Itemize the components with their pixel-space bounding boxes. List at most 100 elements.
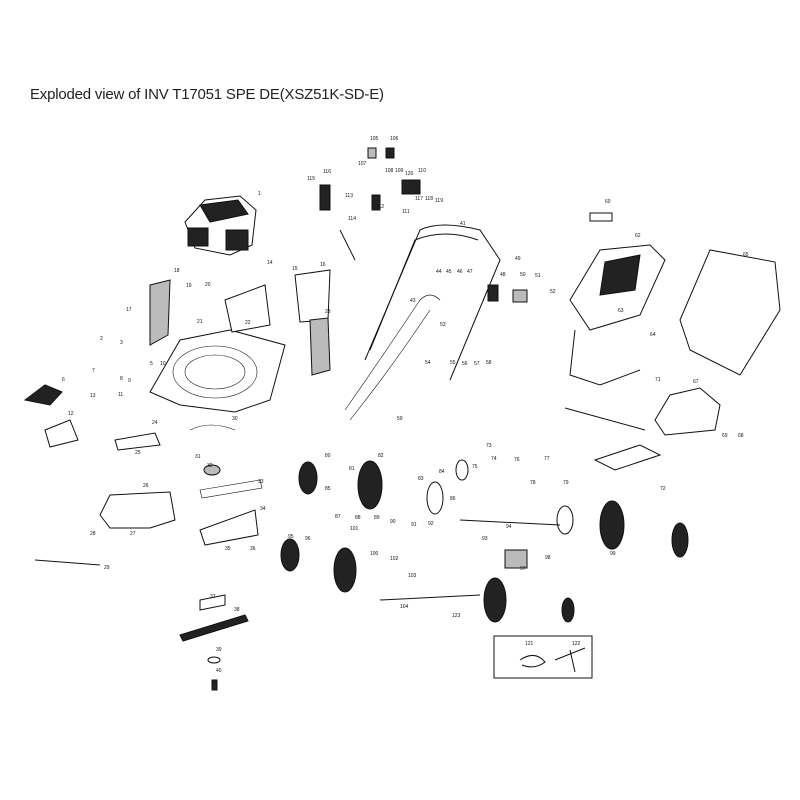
part-number-label: 95 [288,534,294,540]
part-number-label: 103 [408,573,417,579]
part-number-label: 75 [472,464,478,470]
part-number-label: 80 [325,453,331,459]
part-number-label: 82 [378,453,384,459]
part-number-label: 118 [425,196,433,202]
part-number-label: 83 [418,476,424,482]
part-number-label: 122 [572,641,581,647]
belt [199,479,263,499]
mulch-plug [44,419,79,448]
grass-catcher-top [569,212,666,386]
part-number-label: 23 [325,309,331,315]
part-number-label: 48 [500,272,506,278]
part-number-label: 67 [693,379,699,385]
part-number-label: 117 [415,196,423,202]
part-number-label: 11 [118,392,123,398]
part-number-label: 78 [530,480,536,486]
part-number-label: 77 [544,456,550,462]
part-number-label: 53 [440,322,446,328]
part-number-label: 29 [104,565,110,571]
part-number-label: 69 [722,433,728,439]
part-number-label: 79 [563,480,569,486]
part-number-label: 74 [491,456,497,462]
rear-axle [459,519,561,526]
part-number-label: 60 [605,199,611,205]
part-number-label: 36 [250,546,256,552]
part-number-label: 32 [207,463,213,469]
part-number-label: 87 [335,514,341,520]
part-number-label: 20 [205,282,211,288]
part-number-label: 120 [405,171,414,177]
part-number-label: 27 [130,531,136,537]
part-number-label: 18 [174,268,180,274]
belt-cover [199,509,259,546]
part-number-label: 30 [232,416,238,422]
part-number-label: 92 [428,521,434,527]
pulley [203,464,221,476]
part-number-label: 72 [660,486,666,492]
part-number-label: 96 [305,536,311,542]
part-number-label: 17 [126,307,132,313]
part-number-label: 89 [374,515,380,521]
part-number-label: 85 [325,486,331,492]
deflector [114,432,161,451]
part-number-label: 116 [323,169,331,175]
side-cover [23,384,63,406]
part-number-label: 90 [390,519,396,525]
part-number-label: 59 [397,416,403,422]
part-number-label: 93 [482,536,488,542]
part-number-label: 28 [90,531,96,537]
part-number-label: 7 [92,368,95,374]
part-number-label: 9 [128,378,131,384]
part-number-label: 24 [152,420,158,426]
front-axle [379,594,481,601]
part-number-label: 35 [225,546,231,552]
part-number-label: 101 [350,526,359,532]
part-number-label: 47 [467,269,473,275]
part-number-label: 54 [425,360,431,366]
switch-box [487,284,499,302]
part-number-label: 19 [186,283,192,289]
part-number-label: 26 [143,483,149,489]
grass-bag [679,249,781,376]
part-number-label: 109 [395,168,404,174]
top-controls [319,147,421,261]
part-number-label: 45 [446,269,452,275]
part-number-label: 25 [135,450,141,456]
part-number-label: 113 [345,193,353,199]
part-number-label: 112 [376,204,384,210]
part-number-label: 16 [320,262,326,268]
part-number-label: 58 [486,360,492,366]
rear-flaps [149,269,331,376]
part-number-label: 123 [452,613,461,619]
gearbox [504,549,528,569]
part-number-label: 91 [411,522,417,528]
front-bar [34,559,101,566]
blade-assembly [179,594,249,691]
part-number-label: 1 [258,191,261,197]
part-number-label: 22 [245,320,251,326]
part-number-label: 73 [486,443,492,449]
part-number-label: 100 [370,551,379,557]
part-number-label: 71 [655,377,661,383]
part-number-label: 102 [390,556,399,562]
part-number-label: 110 [418,168,426,174]
part-number-label: 49 [515,256,521,262]
front-cover [593,444,662,471]
part-number-label: 111 [402,209,410,215]
part-number-label: 38 [234,607,240,613]
part-number-label: 50 [520,272,526,278]
part-number-label: 64 [650,332,656,338]
part-number-label: 46 [457,269,463,275]
mower-deck [149,329,286,413]
part-number-label: 97 [520,566,526,572]
rear-flap-cover [654,387,721,436]
part-number-label: 33 [258,479,264,485]
part-number-label: 88 [355,515,361,521]
part-number-label: 13 [90,393,96,399]
part-number-label: 107 [358,161,367,167]
part-number-label: 119 [435,198,443,204]
part-number-label: 81 [349,466,355,472]
part-number-label: 62 [635,233,641,239]
